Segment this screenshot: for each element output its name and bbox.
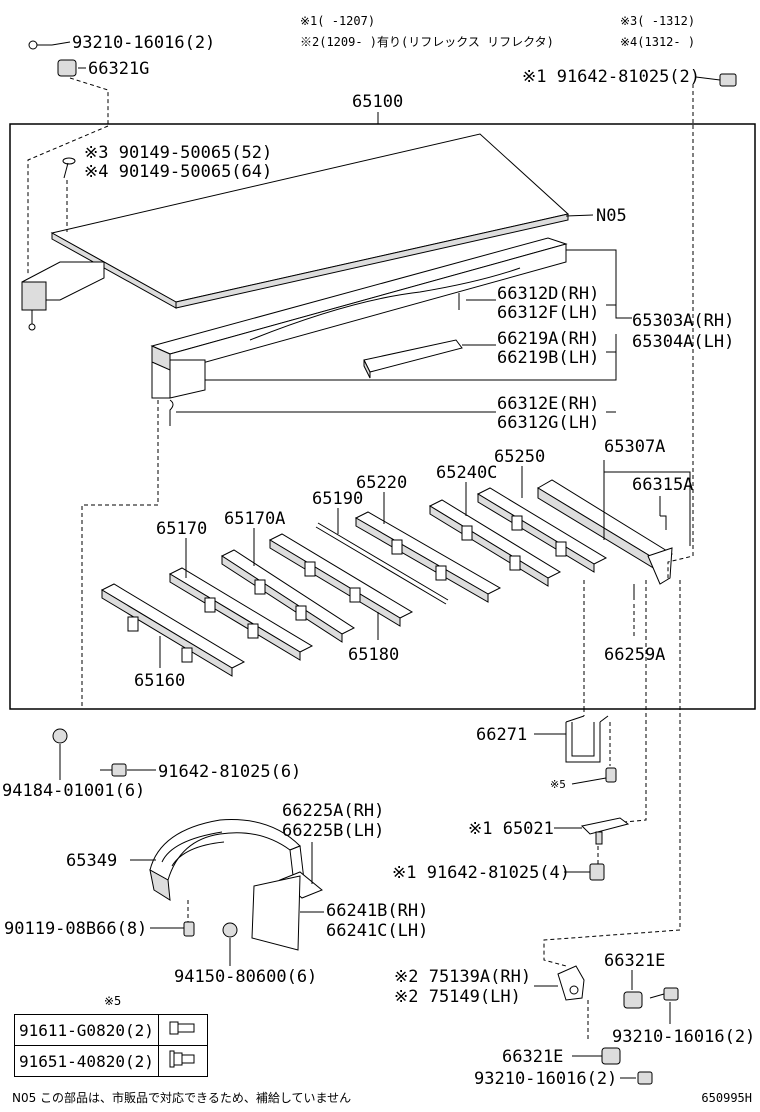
label-65190: 65190 bbox=[312, 489, 363, 509]
label-93210-b: 93210-16016(2) bbox=[474, 1069, 617, 1089]
crossmember-65220 bbox=[354, 511, 502, 603]
bolt-91642-low-icon bbox=[589, 863, 605, 881]
reflector-bracket-75139a bbox=[557, 965, 585, 1001]
screw-90119-icon bbox=[183, 921, 195, 937]
label-65349: 65349 bbox=[66, 851, 117, 871]
label-91642-low: ※1 91642-81025(4) bbox=[392, 863, 570, 883]
nut-94184-icon bbox=[52, 728, 68, 744]
legend-table: 91611-G0820(2) 91651-40820(2) bbox=[14, 1014, 208, 1077]
bolt-93210-r-icon bbox=[649, 987, 679, 1001]
label-66315a: 66315A bbox=[632, 475, 693, 495]
legend-part: 91651-40820(2) bbox=[14, 1045, 159, 1077]
label-93210-top: 93210-16016(2) bbox=[72, 33, 215, 53]
crossmember-65170a bbox=[220, 549, 356, 643]
label-66312g: 66312G(LH) bbox=[497, 413, 599, 433]
label-x5: ※5 bbox=[550, 778, 566, 791]
bolt-icon bbox=[157, 1014, 208, 1046]
note-1: ※1( -1207) bbox=[300, 14, 375, 28]
label-65180: 65180 bbox=[348, 645, 399, 665]
note-2: ※2(1209- )有り(リフレックス リフレクタ) bbox=[300, 35, 554, 49]
crossmember-65180 bbox=[268, 533, 414, 627]
note-3: ※3( -1312) bbox=[620, 14, 695, 28]
label-65170: 65170 bbox=[156, 519, 207, 539]
label-65240c: 65240C bbox=[436, 463, 497, 483]
bolt-top-right-icon bbox=[719, 73, 737, 87]
label-66321g: 66321G bbox=[88, 59, 149, 79]
label-65021: ※1 65021 bbox=[468, 819, 554, 839]
label-66321e-b: 66321E bbox=[502, 1047, 563, 1067]
reinforcement-66219a bbox=[363, 339, 463, 379]
mud-flap-66241b bbox=[251, 875, 301, 951]
label-65100: 65100 bbox=[352, 92, 403, 112]
label-66241b: 66241B(RH) bbox=[326, 901, 428, 921]
label-66219a: 66219A(RH) bbox=[497, 329, 599, 349]
label-91642-top: ※1 91642-81025(2) bbox=[522, 67, 700, 87]
u-bolt-66271 bbox=[565, 715, 609, 763]
label-66219b: 66219B(LH) bbox=[497, 348, 599, 368]
rubber-bumper-66321e-a-icon bbox=[623, 991, 643, 1009]
cross-sill bbox=[150, 237, 568, 399]
label-94150: 94150-80600(6) bbox=[174, 967, 317, 987]
label-90149-a: ※3 90149-50065(52) bbox=[84, 143, 272, 163]
legend-part: 91611-G0820(2) bbox=[14, 1014, 159, 1046]
label-93210-r: 93210-16016(2) bbox=[612, 1027, 755, 1047]
clip-66315a bbox=[660, 515, 667, 530]
bracket-65021 bbox=[580, 817, 630, 845]
label-66259a: 66259A bbox=[604, 645, 665, 665]
label-65170a: 65170A bbox=[224, 509, 285, 529]
label-90149-b: ※4 90149-50065(64) bbox=[84, 162, 272, 182]
label-65304a: 65304A(LH) bbox=[632, 332, 734, 352]
bolt-top-left-icon bbox=[28, 40, 52, 50]
label-66312d: 66312D(RH) bbox=[497, 284, 599, 304]
crossmember-65190 bbox=[315, 522, 449, 605]
label-94184: 94184-01001(6) bbox=[2, 781, 145, 801]
footnote: N05 この部品は、市販品で対応できるため、補給していません bbox=[12, 1091, 352, 1105]
label-65303a: 65303A(RH) bbox=[632, 311, 734, 331]
rear-sill-65307a bbox=[537, 479, 673, 585]
crossmember-65240c bbox=[428, 499, 562, 587]
rubber-bumper-icon bbox=[57, 59, 77, 77]
frame-box bbox=[9, 123, 756, 710]
label-65220: 65220 bbox=[356, 473, 407, 493]
label-65307a: 65307A bbox=[604, 437, 665, 457]
rubber-bumper-66321e-b-icon bbox=[601, 1047, 621, 1065]
legend-row: 91611-G0820(2) bbox=[14, 1014, 208, 1046]
label-66241c: 66241C(LH) bbox=[326, 921, 428, 941]
flange-bolt-icon bbox=[157, 1045, 208, 1077]
legend-title: ※5 bbox=[104, 994, 122, 1008]
label-65250: 65250 bbox=[494, 447, 545, 467]
mudguard-65349 bbox=[149, 819, 305, 901]
crossmember-65170 bbox=[168, 567, 314, 661]
screw-icon bbox=[62, 157, 76, 179]
bolt-93210-b-icon bbox=[637, 1071, 653, 1085]
hinge-bracket-left bbox=[21, 261, 105, 331]
crossmember-65250 bbox=[476, 487, 608, 573]
label-90119: 90119-08B66(8) bbox=[4, 919, 147, 939]
floor-panel bbox=[50, 133, 570, 309]
nut-94150-icon bbox=[222, 922, 238, 938]
label-66225a: 66225A(RH) bbox=[282, 801, 384, 821]
legend-row: 91651-40820(2) bbox=[14, 1045, 208, 1077]
label-66271: 66271 bbox=[476, 725, 527, 745]
label-65160: 65160 bbox=[134, 671, 185, 691]
bolt-91642-mid-icon bbox=[100, 763, 127, 777]
label-66225b: 66225B(LH) bbox=[282, 821, 384, 841]
bolt-x5-icon bbox=[605, 767, 617, 783]
label-66312e: 66312E(RH) bbox=[497, 394, 599, 414]
label-n05: N05 bbox=[596, 206, 627, 226]
label-91642-mid: 91642-81025(6) bbox=[158, 762, 301, 782]
crossmember-65160 bbox=[100, 583, 246, 677]
pin-66312e bbox=[169, 399, 174, 426]
image-id: 650995H bbox=[701, 1091, 752, 1105]
label-75149: ※2 75149(LH) bbox=[394, 987, 521, 1007]
label-75139a: ※2 75139A(RH) bbox=[394, 967, 531, 987]
label-66312f: 66312F(LH) bbox=[497, 303, 599, 323]
note-4: ※4(1312- ) bbox=[620, 35, 695, 49]
label-66321e-a: 66321E bbox=[604, 951, 665, 971]
